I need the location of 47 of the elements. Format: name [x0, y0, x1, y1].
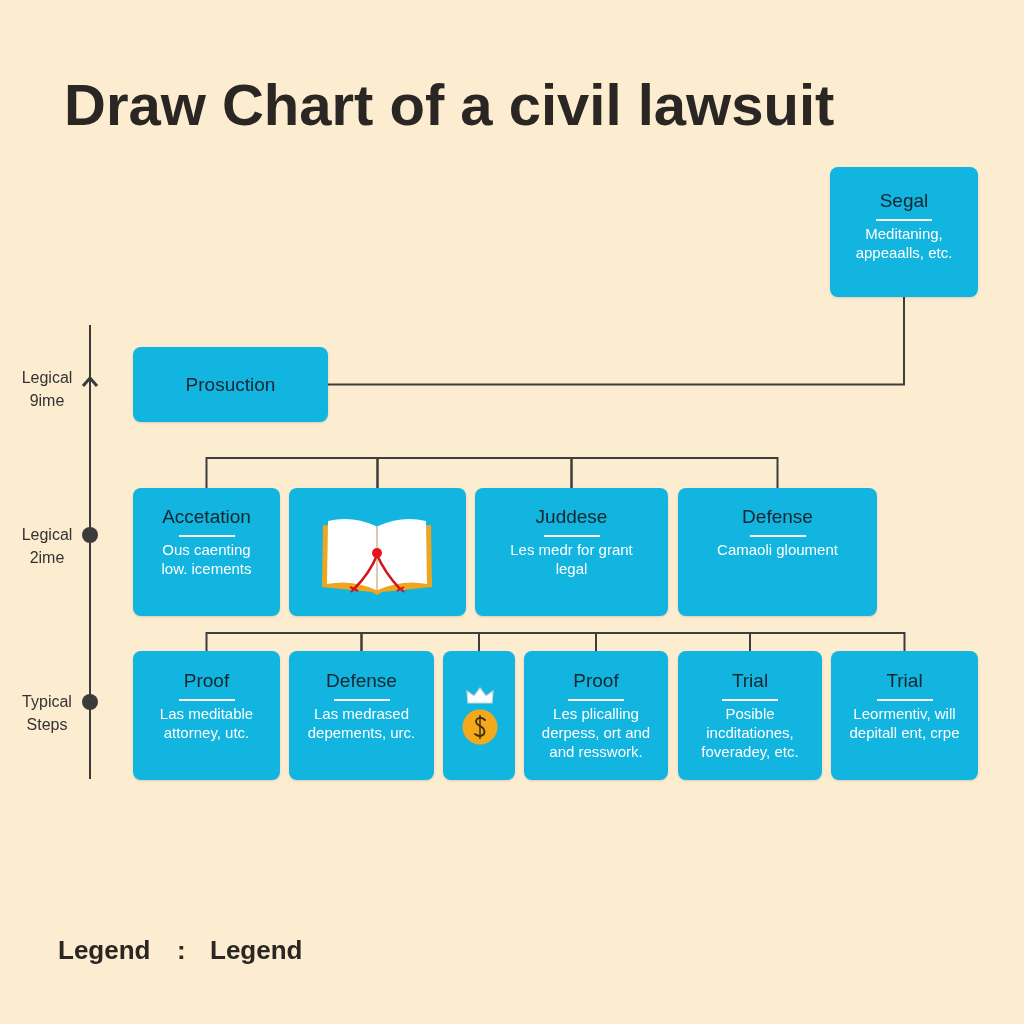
connector-line — [205, 632, 363, 652]
connector-line — [570, 457, 779, 489]
connector-line — [478, 632, 597, 652]
legend-separator: : — [177, 934, 186, 967]
legend-text: Legend — [210, 934, 303, 967]
box-title: Trial — [886, 669, 923, 693]
process-box — [475, 488, 668, 616]
chart-title: Draw Chart of a civil lawsuit — [64, 74, 835, 136]
box-description: Las meditable attorney, utc. — [158, 704, 255, 742]
connector-line — [749, 632, 906, 652]
box-title: Accetation — [162, 505, 251, 529]
box-description: Posible incditationes, foveradey, etc. — [700, 704, 800, 761]
box-title: Segal — [879, 189, 929, 213]
connector-line — [205, 457, 379, 489]
box-description: Ous caenting low. icements — [160, 540, 253, 578]
axis-label: Typical Steps — [21, 692, 73, 735]
box-description: Las medrased depements, urc. — [306, 704, 417, 742]
box-description: Les plicalling derpess, ort and and resswork. — [540, 704, 652, 761]
box-title: Defense — [326, 669, 397, 693]
box-title: Proof — [183, 669, 230, 693]
box-description: Les medr for grant legal — [509, 540, 634, 578]
process-box — [289, 651, 434, 780]
icon-tile — [443, 651, 515, 780]
process-box — [524, 651, 668, 780]
connector-line — [360, 632, 480, 652]
legend-text: Legend — [58, 934, 151, 967]
box-description: Leormentiv, will depitall ent, crpe — [848, 704, 961, 742]
axis-label: Legical 9ime — [20, 368, 74, 411]
process-box — [678, 488, 877, 616]
box-title: Juddese — [535, 505, 608, 529]
axis-label: Legical 2ime — [20, 525, 74, 568]
process-box — [133, 347, 328, 422]
process-box — [831, 651, 978, 780]
box-title: Prosuction — [185, 372, 276, 397]
icon-tile — [289, 488, 466, 616]
box-description: Camaoli gloument — [717, 540, 838, 559]
process-box — [830, 167, 978, 297]
process-box — [133, 488, 280, 616]
box-title: Trial — [731, 669, 769, 693]
process-box — [133, 651, 280, 780]
connector-line — [595, 632, 751, 652]
box-title: Proof — [573, 669, 619, 693]
process-box — [678, 651, 822, 780]
connector-line — [327, 296, 905, 386]
box-description: Meditaning, appeaalls, etc. — [854, 224, 954, 262]
box-title: Defense — [742, 505, 813, 529]
connector-line — [376, 457, 573, 489]
